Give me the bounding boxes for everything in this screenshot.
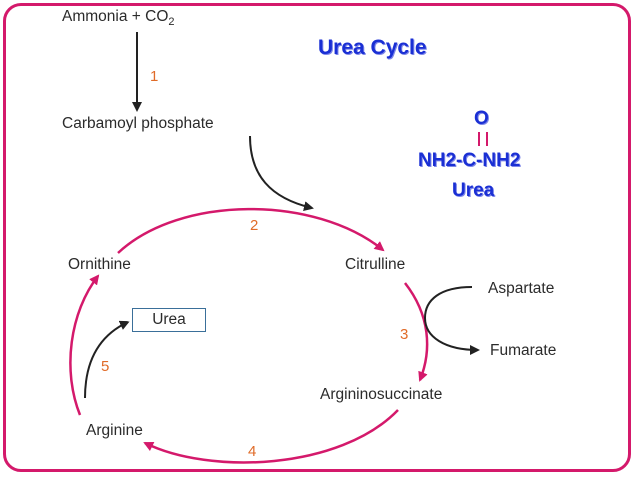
ammonia-co2-label: Ammonia + CO2 [62, 8, 175, 28]
page-title: Urea Cycle [318, 36, 427, 59]
aspartate-label: Aspartate [488, 280, 555, 297]
urea-product-box: Urea [132, 308, 206, 332]
urea-oxygen-atom: O [474, 108, 489, 129]
arrow-step-3 [404, 282, 429, 382]
step-5-number: 5 [101, 358, 110, 375]
argininosuccinate-label: Argininosuccinate [320, 386, 443, 403]
ammonia-co2-text: Ammonia + CO [62, 8, 169, 25]
arrow-step-4 [143, 409, 399, 464]
step-2-number: 2 [250, 217, 259, 234]
step-3-number: 3 [400, 326, 409, 343]
carbonyl-double-bond [478, 132, 488, 146]
citrulline-label: Citrulline [345, 256, 406, 273]
arrow-step-5-urea-release [84, 320, 130, 399]
fumarate-label: Fumarate [490, 342, 557, 359]
carbamoyl-phosphate-label: Carbamoyl phosphate [62, 115, 214, 132]
arrow-step-2 [117, 207, 385, 254]
arrow-arginine-to-ornithine [69, 274, 100, 416]
arrow-aspartate-fumarate [423, 286, 480, 355]
urea-structural-formula: NH2-C-NH2 [418, 150, 521, 171]
arrow-carbamoyl-to-citrulline [249, 135, 314, 212]
slide-frame [3, 3, 631, 472]
step-4-number: 4 [248, 443, 257, 460]
step-1-number: 1 [150, 68, 159, 85]
ornithine-label: Ornithine [68, 256, 131, 273]
arginine-label: Arginine [86, 422, 143, 439]
co2-subscript: 2 [168, 16, 175, 29]
urea-formula-name: Urea [452, 180, 495, 201]
